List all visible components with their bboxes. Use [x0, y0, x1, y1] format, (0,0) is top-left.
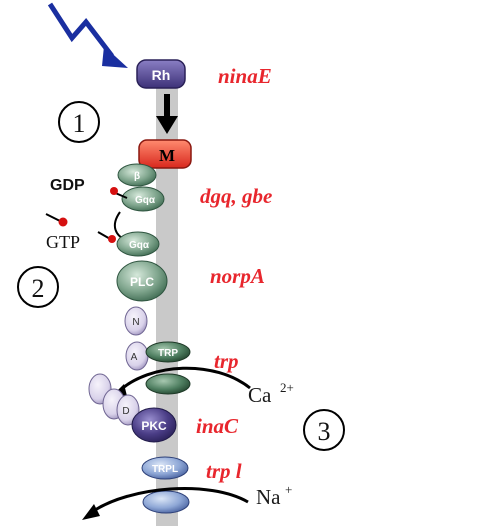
gene-inac: inaC	[196, 414, 239, 438]
calcium-influx-arrow	[116, 366, 251, 394]
gdp-group: GDP	[50, 177, 128, 199]
metarhodopsin-label: M	[159, 146, 175, 165]
inad-domain-a: A	[125, 341, 149, 371]
rhodopsin: Rh	[136, 59, 186, 89]
gq-alpha-label-bottom: Gqα	[129, 240, 150, 251]
g-beta-label: β	[134, 171, 140, 182]
trpl-channel: TRPL	[141, 456, 190, 514]
gene-ninae: ninaE	[218, 64, 272, 88]
gdp-label: GDP	[50, 177, 85, 194]
svg-text:3: 3	[318, 417, 331, 446]
n-label: N	[132, 317, 139, 328]
d-label: D	[122, 406, 129, 417]
svg-text:+: +	[285, 482, 292, 497]
plc-enzyme: PLC	[116, 260, 168, 302]
gtp-label: GTP	[46, 232, 80, 252]
step-3-marker: 3	[303, 409, 345, 451]
g-protein-heterotrimer: β Gqα	[117, 163, 165, 212]
svg-text:2+: 2+	[280, 380, 294, 395]
gene-trp: trp	[214, 349, 239, 373]
svg-text:2: 2	[32, 274, 45, 303]
gene-norpa: norpA	[210, 264, 265, 288]
sodium-ion-label: Na +	[256, 482, 292, 509]
pkc-enzyme: PKC	[131, 407, 177, 443]
sodium-arrowhead	[82, 504, 100, 520]
rhodopsin-label: Rh	[152, 67, 171, 83]
pkc-label: PKC	[141, 419, 167, 433]
gq-alpha-active: Gqα	[97, 231, 160, 257]
gtp-group: GTP	[45, 213, 80, 252]
step-2-marker: 2	[17, 266, 59, 308]
activation-arrow	[156, 94, 178, 134]
inad-domain-d: D	[116, 394, 140, 426]
sodium-influx-arrow	[91, 487, 249, 514]
metarhodopsin: M	[138, 139, 192, 169]
a-label: A	[131, 352, 138, 363]
svg-text:Na: Na	[256, 485, 281, 509]
gq-alpha-label-top: Gqα	[135, 195, 156, 206]
svg-text:1: 1	[73, 109, 86, 138]
calcium-ion-label: Ca 2+	[248, 380, 294, 407]
gtp-phosphate-dot	[58, 217, 68, 227]
svg-text:Ca: Ca	[248, 383, 272, 407]
gene-trpl: trp l	[206, 459, 242, 483]
trp-channel: TRP	[145, 341, 191, 395]
gdp-phosphate-dot	[110, 187, 118, 195]
gene-dgq-gbe: dgq, gbe	[200, 184, 272, 208]
trp-label: TRP	[158, 348, 178, 359]
trpl-label: TRPL	[152, 464, 178, 475]
lightning-bolt-icon	[47, 2, 128, 68]
inad-domain-n: N	[124, 306, 148, 336]
plc-label: PLC	[130, 275, 154, 289]
step-1-marker: 1	[58, 101, 100, 143]
